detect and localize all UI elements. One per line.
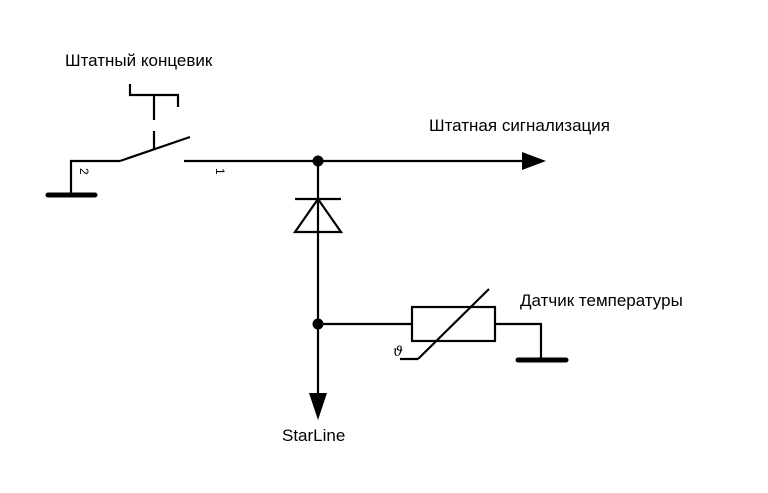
switch-pin-1-label: 1 (213, 168, 227, 175)
ground-left-symbol (45, 161, 98, 198)
limit-switch-symbol: 2 1 (70, 84, 318, 175)
stock-alarm-output (318, 152, 546, 170)
down-arrow-icon (309, 393, 327, 420)
theta-icon: ϑ (393, 344, 403, 360)
switch-actuator (128, 84, 180, 150)
thermistor-symbol: ϑ (318, 288, 542, 361)
switch-pin-2-label: 2 (77, 168, 91, 175)
ground-right-symbol (515, 323, 569, 363)
stock-alarm-label: Штатная сигнализация (429, 116, 610, 135)
limit-switch-label: Штатный концевик (65, 51, 213, 70)
starline-label: StarLine (282, 426, 345, 445)
right-arrow-icon (522, 152, 546, 170)
temp-sensor-label: Датчик температуры (520, 291, 683, 310)
